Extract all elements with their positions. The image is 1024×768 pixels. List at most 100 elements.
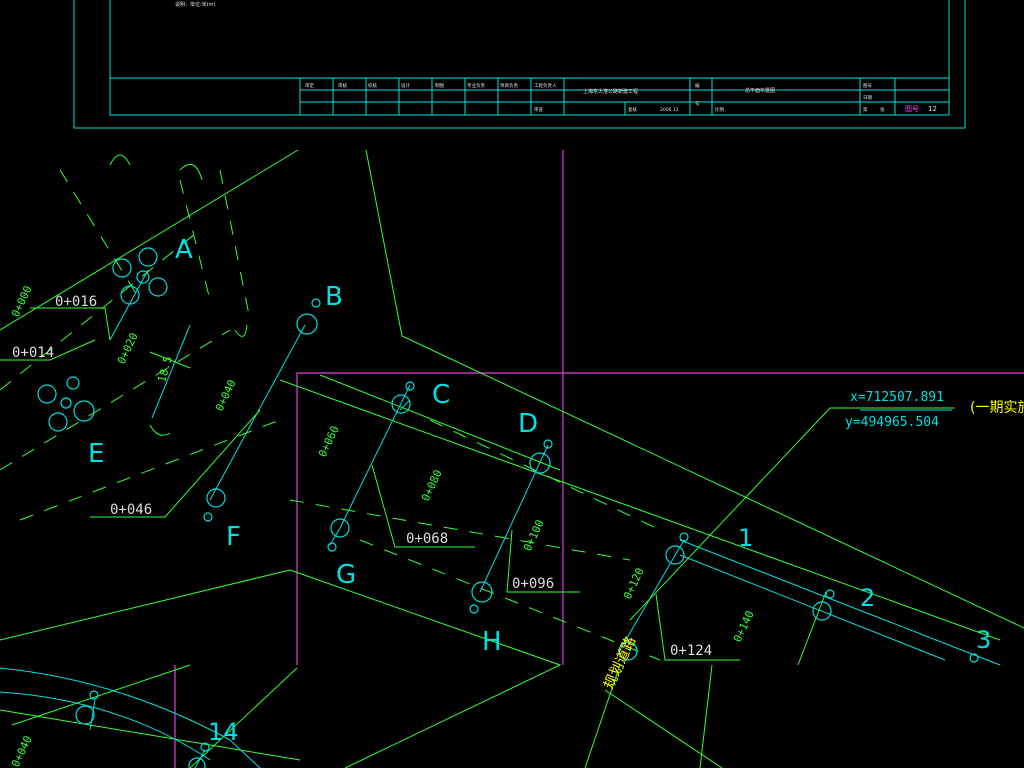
inner-frame (109, 0, 950, 116)
tree-circle (543, 439, 553, 449)
tree-circle (203, 512, 213, 522)
leader-lines (0, 307, 955, 666)
label-h: H (482, 627, 502, 657)
chainage-0-100: 0+100 (521, 518, 547, 554)
drawing-name: 总平面布置图 (745, 87, 775, 94)
chainage-0-120: 0+120 (621, 566, 647, 602)
chainage-0-080: 0+080 (419, 468, 445, 504)
label-a: A (175, 235, 193, 265)
chainage-0-020: 0+020 (115, 331, 141, 367)
label-e: E (88, 439, 104, 469)
outer-frame (73, 0, 966, 129)
tree-circle (120, 285, 140, 305)
tree-circle (112, 258, 132, 278)
tree-circle (60, 397, 72, 409)
tree-circle (200, 742, 210, 752)
chainage-0-140: 0+140 (731, 609, 757, 645)
tree-circle (188, 757, 206, 768)
tb-cell-11: 编 (695, 82, 700, 89)
magenta-boundary (174, 150, 1024, 768)
chainage-labels: 0+000 0+020 0+040 0+060 0+080 0+100 0+12… (9, 284, 757, 768)
tb-cell-7: 项目负责 (500, 82, 518, 89)
cyan-edges (0, 399, 1001, 768)
tb-cell-15: 日期 (863, 95, 872, 101)
tree-circle (618, 641, 638, 661)
label-3: 3 (976, 626, 991, 654)
tree-circle (469, 604, 479, 614)
point-labels: A B C D E F G H 1 2 3 14 (88, 235, 991, 746)
tree-circle (138, 247, 158, 267)
tb-cell-12: 号 (695, 101, 700, 107)
label-c: C (432, 380, 450, 410)
station-0-124: 0+124 (670, 643, 712, 659)
coordinate-readout: x=712507.891 y=494965.504 (一期实施起 规划道路 (601, 390, 1024, 692)
title-block-text: 说明：单位:米(m) 审定 审核 校核 设计 制图 专业负责 项目负责 工程负责… (175, 1, 937, 113)
tb-cell-8: 工程负责人 (534, 82, 557, 89)
tree-circle (89, 690, 99, 700)
chainage-0-040: 0+040 (213, 378, 239, 414)
drawing-date: 2006.12 (660, 107, 679, 113)
label-2: 2 (860, 584, 875, 612)
label-1: 1 (738, 524, 753, 552)
road-note: 规划道路 (601, 634, 639, 692)
tree-circle (529, 452, 551, 474)
tree-circle (311, 298, 321, 308)
cyan-circles (37, 247, 979, 768)
label-14: 14 (208, 718, 239, 746)
road-dashed (0, 169, 661, 661)
project-name: 上海东大港公路新建工程 (583, 88, 638, 95)
tree-circle (327, 542, 337, 552)
tb-cell-3: 校核 (368, 82, 377, 89)
tb-cell-4: 设计 (401, 82, 410, 89)
tree-circle (405, 381, 415, 391)
tb-cell-10: 审查 (534, 106, 543, 113)
label-b: B (325, 282, 343, 312)
tb-cell-13: 比例 (715, 106, 724, 113)
tree-circle (825, 589, 835, 599)
tree-circle (330, 518, 350, 538)
tb-cell-16: 第 (863, 106, 868, 113)
tb-cell-5: 制图 (435, 82, 444, 89)
tb-cell-9: 复核 (628, 106, 637, 113)
tb-cell-1: 审定 (305, 82, 314, 89)
tree-circle (73, 400, 95, 422)
tree-circle (812, 601, 832, 621)
coordinate-x: x=712507.891 (850, 390, 944, 405)
station-0-096: 0+096 (512, 576, 554, 592)
coordinate-y: y=494965.504 (845, 415, 939, 430)
label-g: G (336, 560, 356, 590)
road-curves (109, 154, 248, 436)
station-0-014: 0+014 (12, 345, 54, 361)
top-note: 说明：单位:米(m) (175, 1, 216, 8)
station-0-046: 0+046 (110, 502, 152, 518)
tb-cell-17: 张 (880, 106, 885, 113)
tb-cell-6: 专业负责 (467, 82, 485, 89)
tree-circle (148, 277, 168, 297)
label-f: F (226, 522, 241, 552)
tb-cell-14: 图号 (863, 83, 872, 89)
title-block (73, 0, 966, 129)
tb-cell-2: 审核 (338, 82, 347, 89)
tree-circle (391, 394, 411, 414)
tree-circle (66, 376, 80, 390)
tree-circle (471, 581, 493, 603)
label-d: D (518, 409, 538, 439)
stake-lines (89, 269, 952, 768)
chainage-0-060: 0+060 (316, 424, 342, 460)
tree-circle (136, 270, 150, 284)
tree-circle (679, 532, 689, 542)
sheet-number: 12 (928, 105, 937, 113)
tree-circle (75, 705, 95, 725)
chainage-0-040b: 0+040 (9, 734, 35, 768)
station-0-016: 0+016 (55, 294, 97, 310)
station-labels: 0+016 0+014 0+046 0+068 0+096 0+124 (12, 294, 712, 659)
tree-circle (969, 653, 979, 663)
tree-circle (665, 545, 685, 565)
road-outlines (0, 149, 1024, 768)
phase-note: (一期实施起 (970, 400, 1024, 416)
tree-circle (296, 313, 318, 335)
station-0-068: 0+068 (406, 531, 448, 547)
chainage-0-000: 0+000 (9, 284, 35, 320)
tree-circle (48, 412, 68, 432)
